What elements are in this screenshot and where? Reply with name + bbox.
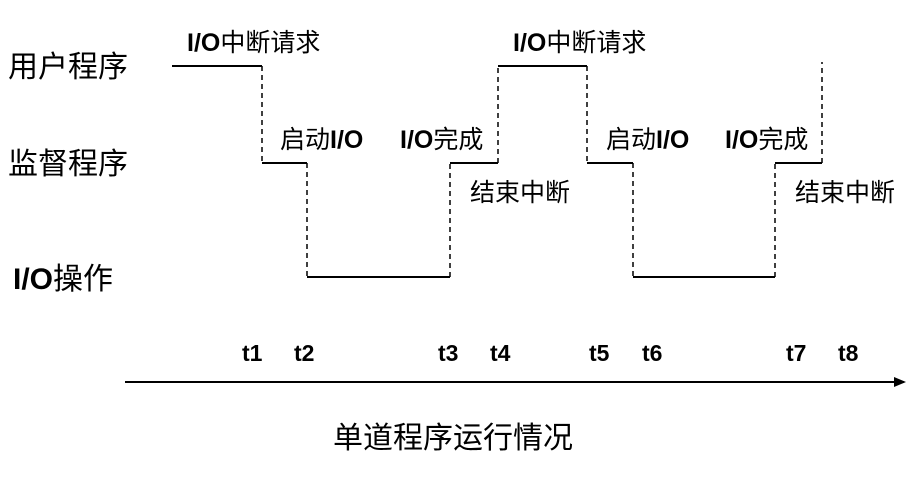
- event-io-request-2-io: I/O: [513, 29, 547, 57]
- event-io-done-2: I/O完成: [725, 127, 808, 153]
- event-io-request-1-io: I/O: [187, 29, 221, 57]
- event-io-request-1-text: 中断请求: [220, 28, 321, 57]
- lane-label-io-suffix: 操作: [53, 262, 114, 297]
- tick-label-t5: t5: [589, 340, 610, 366]
- lane-label-io-prefix: I/O: [13, 263, 54, 296]
- event-io-request-2-text: 中断请求: [546, 28, 647, 57]
- event-io-request-2: I/O中断请求: [513, 30, 646, 56]
- diagram-caption: 单道程序运行情况: [333, 421, 573, 456]
- event-start-io-1-io: I/O: [330, 126, 364, 154]
- tick-label-t3: t3: [438, 340, 459, 366]
- event-end-interrupt-1: 结束中断: [470, 178, 571, 207]
- event-start-io-2-text: 启动: [606, 125, 657, 154]
- tick-label-t2: t2: [294, 340, 315, 366]
- event-start-io-1: 启动I/O: [280, 127, 363, 153]
- event-start-io-2-io: I/O: [656, 126, 690, 154]
- lane-label-supervisor: 监督程序: [8, 147, 128, 182]
- event-end-interrupt-2: 结束中断: [795, 178, 896, 207]
- tick-label-t8: t8: [838, 340, 859, 366]
- tick-label-t6: t6: [642, 340, 663, 366]
- lane-label-user-program: 用户程序: [8, 50, 128, 85]
- event-start-io-2: 启动I/O: [606, 127, 689, 153]
- lane-label-io-operation: I/O操作: [13, 265, 113, 295]
- event-io-done-1: I/O完成: [400, 127, 483, 153]
- event-io-done-2-text: 完成: [758, 125, 809, 154]
- tick-label-t7: t7: [786, 340, 807, 366]
- event-io-done-1-text: 完成: [433, 125, 484, 154]
- event-io-request-1: I/O中断请求: [187, 30, 320, 56]
- event-io-done-1-io: I/O: [400, 126, 434, 154]
- tick-label-t4: t4: [490, 340, 511, 366]
- event-start-io-1-text: 启动: [280, 125, 331, 154]
- event-io-done-2-io: I/O: [725, 126, 759, 154]
- tick-label-t1: t1: [242, 340, 263, 366]
